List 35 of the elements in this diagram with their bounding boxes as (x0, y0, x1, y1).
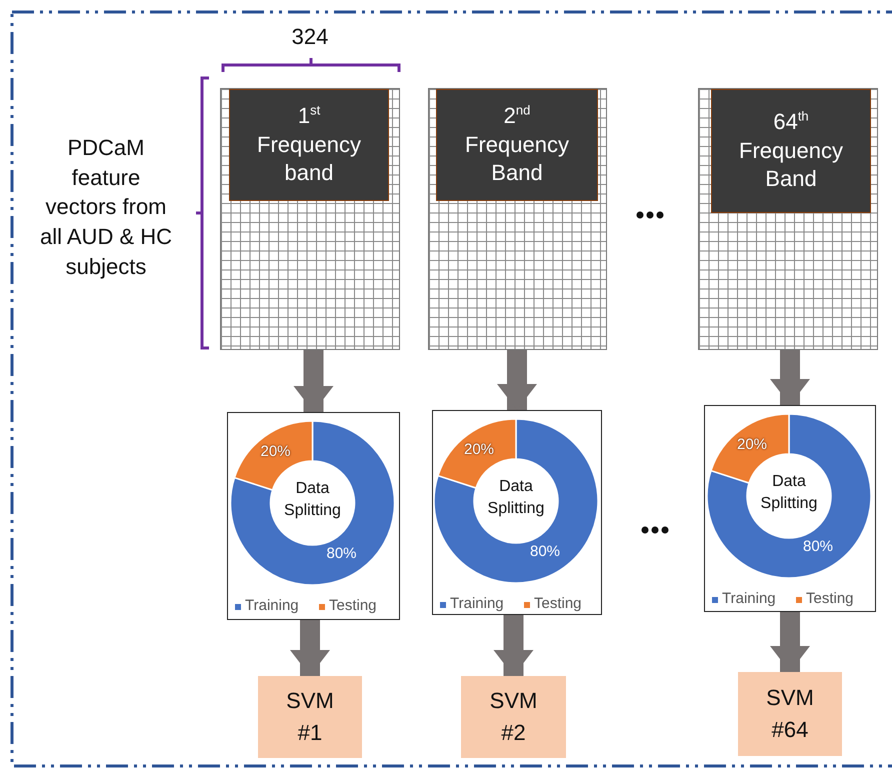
chart-center-label: Data Splitting (486, 477, 546, 520)
category-label: Testing (329, 597, 377, 614)
chart-card (227, 412, 400, 620)
arrow (294, 350, 334, 412)
category-label: Training (450, 595, 504, 612)
chart-center-label: Data Splitting (283, 479, 342, 522)
data-label: 80% (530, 543, 560, 560)
arrow (290, 620, 330, 676)
svm-box: SVM #2 (461, 676, 566, 758)
category-label: Testing (534, 595, 582, 612)
chart-card (704, 405, 876, 612)
data-label: 80% (803, 538, 834, 555)
feature-grid (698, 88, 878, 350)
arrow (494, 615, 534, 676)
category-label: Training (245, 597, 299, 614)
frequency-band-box: 2$^{nd}$ Frequency Band (436, 89, 598, 201)
feature-grid (220, 88, 400, 350)
data-label: 20% (464, 441, 494, 458)
category-label: Training (722, 590, 776, 607)
feature-grid (428, 88, 607, 350)
svm-box: SVM #64 (738, 672, 842, 756)
arrow (497, 350, 537, 410)
chart-center-label: Data Splitting (760, 472, 818, 514)
data-label: 20% (737, 436, 768, 453)
data-label: 20% (260, 443, 291, 460)
chart-card (432, 410, 602, 615)
frequency-band-box: 1$^{st}$ Frequency band (229, 89, 389, 201)
frequency-band-box: 64$^{th}$ Frequency Band (711, 89, 871, 213)
dimension-label: 324 (290, 23, 330, 51)
data-label: 80% (326, 545, 357, 562)
arrow (770, 350, 810, 405)
category-label: Testing (806, 590, 854, 607)
arrow (770, 612, 810, 672)
side-label: PDCaM feature vectors from all AUD & HC subjects (38, 134, 174, 281)
svm-box: SVM #1 (258, 676, 362, 758)
